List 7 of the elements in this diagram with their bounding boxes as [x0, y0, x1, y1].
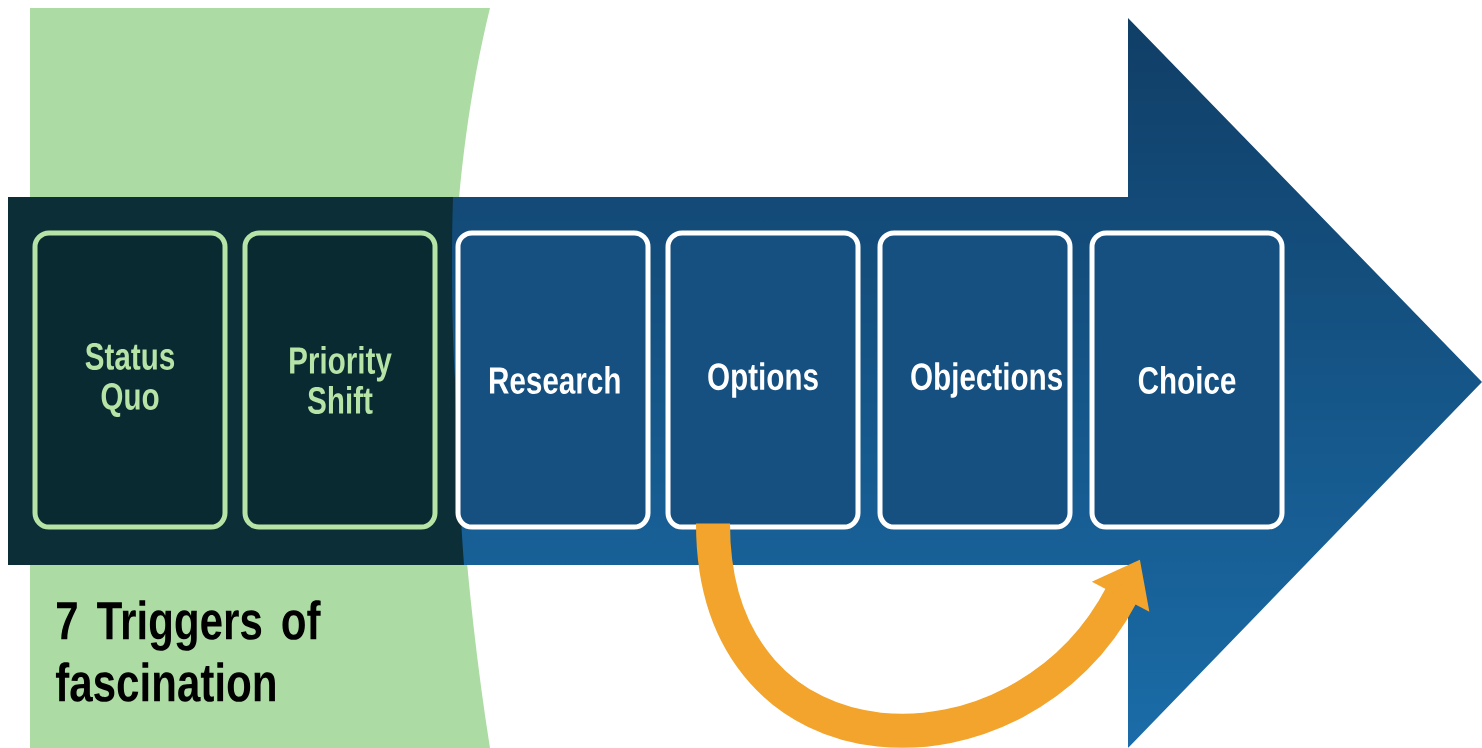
- heading-text: 7 Triggers of fascination: [55, 600, 321, 702]
- stage-box: Status Quo: [32, 230, 228, 530]
- stage-box: Research: [455, 230, 651, 530]
- stage-box: Objections: [877, 230, 1073, 530]
- stage-box: Options: [665, 230, 861, 530]
- stage-box: Choice: [1089, 230, 1285, 530]
- stage-box: Priority Shift: [242, 230, 438, 530]
